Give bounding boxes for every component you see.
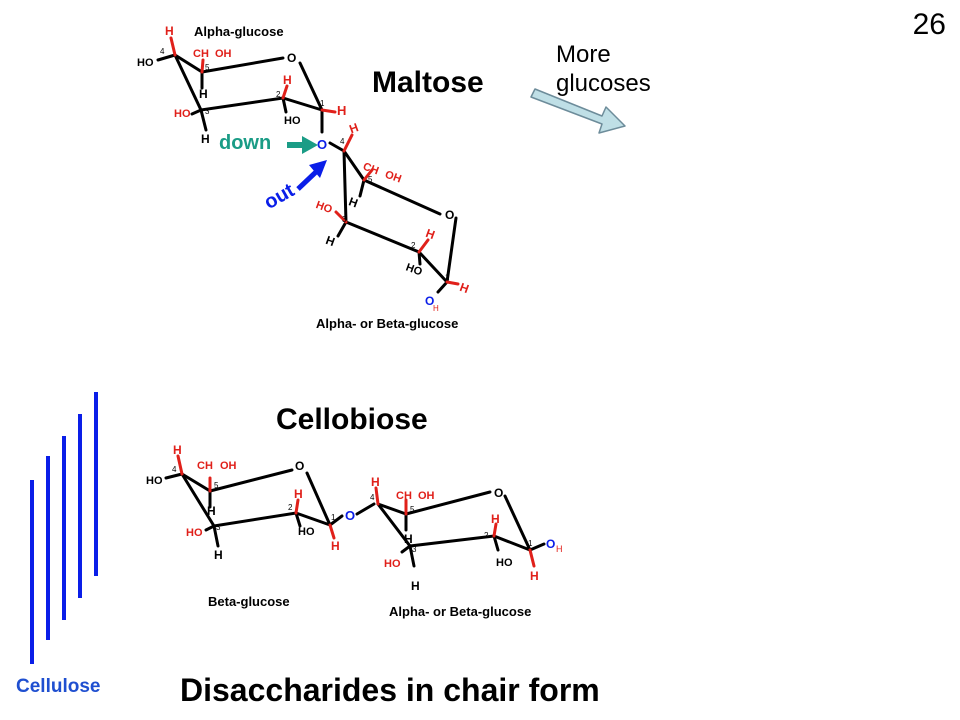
- atom-ch: CH: [396, 490, 412, 502]
- out-label: out: [260, 179, 298, 214]
- carbon-number: 5: [205, 63, 210, 72]
- atom-h: H: [491, 512, 500, 526]
- atom-ho: HO: [284, 115, 301, 127]
- atom-h: H: [214, 548, 223, 562]
- carbon-number: 2: [484, 531, 489, 540]
- carbon-number: 1: [445, 273, 450, 282]
- maltose-upper-label: Alpha-glucose: [194, 24, 284, 39]
- cellobiose-title: Cellobiose: [276, 403, 428, 436]
- cellobiose-right-label: Alpha- or Beta-glucose: [389, 604, 531, 619]
- carbon-number: 1: [528, 539, 533, 548]
- atom-ho: HO: [298, 526, 315, 538]
- atom-ho: HO: [186, 527, 203, 539]
- maltose-diagram: Maltose Alpha-glucose H CH: [137, 24, 484, 331]
- carbon-number: 3: [342, 215, 347, 224]
- carbon-number: 1: [320, 99, 325, 108]
- atom-ho: HO: [174, 108, 191, 120]
- slide-title: Disaccharides in chair form: [180, 672, 600, 708]
- down-arrow: [287, 136, 318, 154]
- carbon-number: 5: [368, 175, 373, 184]
- carbon-number: 4: [160, 47, 165, 56]
- ring-oxygen: O: [494, 486, 503, 500]
- carbon-number: 3: [205, 107, 210, 116]
- atom-h: H: [294, 487, 303, 501]
- atom-ho: HO: [146, 475, 163, 487]
- carbon-number: 4: [370, 493, 375, 502]
- maltose-title: Maltose: [372, 66, 484, 99]
- atom-ho: HO: [137, 57, 154, 69]
- atom-h: H: [324, 233, 337, 249]
- glycosidic-oxygen: O: [317, 137, 327, 152]
- carbon-number: 5: [214, 481, 219, 490]
- atom-h: H: [283, 73, 292, 87]
- maltose-lower-label: Alpha- or Beta-glucose: [316, 316, 458, 331]
- carbon-number: 3: [216, 523, 221, 532]
- atom-h: H: [424, 226, 437, 242]
- atom-oh-oxygen: O: [546, 537, 555, 551]
- atom-h: H: [347, 120, 360, 136]
- cellulose-label: Cellulose: [16, 676, 101, 697]
- carbon-number: 2: [288, 503, 293, 512]
- more-glucoses-label: More glucoses: [556, 41, 651, 97]
- ring-oxygen: O: [295, 459, 304, 473]
- cellobiose-left-ring: H 4 CH OH 5 O HO H HO 3 H H 2 HO 1 H Bet…: [146, 443, 344, 609]
- out-arrow: [296, 160, 327, 191]
- ring-oxygen: O: [287, 51, 296, 65]
- atom-ch: CH: [197, 460, 213, 472]
- glycosidic-oxygen: O: [345, 508, 355, 523]
- cellobiose-right-ring: H 4 CH OH 5 O H HO 3 H H 2 HO 1 O H H Al…: [370, 475, 563, 619]
- atom-h: H: [458, 280, 471, 296]
- atom-h: H: [331, 539, 340, 553]
- atom-oh: OH: [220, 460, 237, 472]
- carbon-number: 1: [331, 513, 336, 522]
- slide-number: 26: [912, 8, 946, 41]
- cellobiose-left-label: Beta-glucose: [208, 594, 290, 609]
- atom-h: H: [347, 194, 360, 210]
- atom-oh-oxygen: O: [425, 294, 434, 308]
- carbon-number: 4: [172, 465, 177, 474]
- atom-oh: OH: [383, 169, 403, 186]
- atom-h: H: [165, 24, 174, 38]
- atom-ho: HO: [496, 557, 513, 569]
- atom-h: H: [530, 569, 539, 583]
- atom-h: H: [199, 87, 208, 101]
- atom-ch: CH: [361, 161, 380, 178]
- ring-oxygen: O: [445, 208, 454, 222]
- maltose-lower-ring: H 4 CH OH 5 H O HO 3 H H 2 HO 1 H O H Al…: [314, 120, 471, 331]
- atom-oh: OH: [418, 490, 435, 502]
- atom-h: H: [337, 103, 346, 118]
- atom-ch: CH: [193, 48, 209, 60]
- atom-ho: HO: [314, 199, 334, 216]
- atom-h: H: [371, 475, 380, 489]
- atom-oh: OH: [215, 48, 232, 60]
- atom-ho: HO: [384, 558, 401, 570]
- carbon-number: 2: [276, 90, 281, 99]
- carbon-number: 2: [411, 241, 416, 250]
- atom-h: H: [411, 579, 420, 593]
- atom-h: H: [173, 443, 182, 457]
- carbon-number: 4: [340, 137, 345, 146]
- maltose-upper-ring: Alpha-glucose H CH OH O H: [137, 24, 346, 146]
- atom-ho: HO: [404, 262, 424, 279]
- atom-h: H: [201, 132, 210, 146]
- carbon-number: 5: [410, 505, 415, 514]
- down-label: down: [219, 132, 271, 154]
- atom-oh-hydrogen: H: [556, 544, 563, 554]
- cellulose-bars: [30, 392, 98, 664]
- carbon-number: 3: [412, 545, 417, 554]
- atom-oh-hydrogen: H: [433, 304, 439, 313]
- atom-h: H: [404, 532, 413, 546]
- cellobiose-diagram: Cellobiose H 4 CH OH: [146, 403, 563, 619]
- atom-h: H: [207, 504, 216, 518]
- more-glucoses-arrow: [530, 88, 626, 134]
